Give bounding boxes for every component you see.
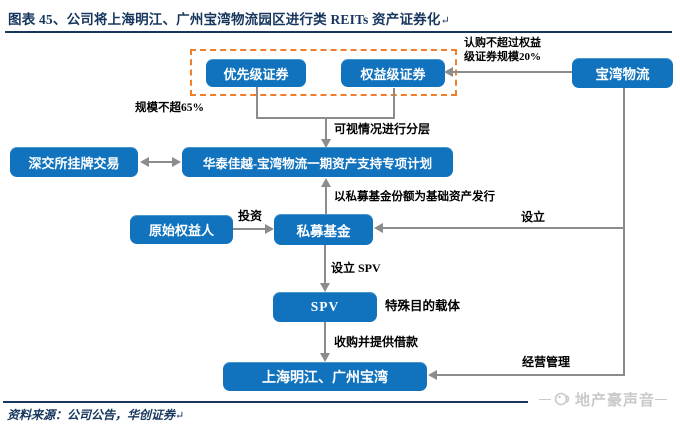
label-operate: 经营管理 bbox=[522, 355, 571, 369]
arrowhead-to-equity bbox=[444, 67, 453, 77]
label-acquire-loan: 收购并提供借款 bbox=[334, 335, 419, 349]
node-private-fund: 私募基金 bbox=[274, 214, 373, 245]
connector-operate-assets bbox=[436, 374, 625, 376]
arrowhead-operate-assets bbox=[428, 370, 437, 380]
source-note-text: 资料来源：公司公告，华创证券 bbox=[7, 408, 176, 422]
connector-merge-to-plan bbox=[325, 117, 327, 141]
arrowhead-to-szse bbox=[140, 157, 149, 167]
node-equity-securities: 权益级证券 bbox=[341, 59, 445, 87]
connector-spv-to-assets bbox=[324, 322, 326, 354]
node-shanghai-guangzhou-assets: 上海明江、广州宝湾 bbox=[223, 362, 427, 391]
watermark-right-line bbox=[655, 398, 667, 400]
connector-szse-plan bbox=[147, 161, 174, 163]
figure-title: 图表 45、公司将上海明江、广州宝湾物流园区进行类 REITs 资产证券化↵ bbox=[8, 8, 450, 28]
label-subscribe-cap-line1: 认购不超过权益 bbox=[464, 37, 541, 49]
node-senior-securities: 优先级证券 bbox=[206, 59, 306, 87]
return-mark: ↵ bbox=[440, 15, 450, 27]
arrowhead-to-assets bbox=[320, 353, 330, 362]
connector-senior-down bbox=[256, 87, 258, 119]
label-subscribe-cap: 认购不超过权益 级证券规模20% bbox=[464, 36, 541, 64]
label-subscribe-cap-line2: 级证券规模20% bbox=[464, 51, 541, 63]
label-scale-cap: 规模不超65% bbox=[135, 102, 204, 114]
source-return-mark: ↵ bbox=[175, 410, 185, 422]
node-spv: SPV bbox=[273, 292, 377, 322]
node-original-holder: 原始权益人 bbox=[130, 215, 233, 244]
arrowhead-to-plan bbox=[321, 139, 331, 148]
source-note: 资料来源：公司公告，华创证券↵ bbox=[7, 406, 184, 423]
arrowhead-up-to-plan bbox=[321, 178, 331, 187]
node-szse-listing: 深交所挂牌交易 bbox=[10, 147, 138, 177]
connector-holder-to-fund bbox=[233, 228, 266, 230]
title-underline bbox=[5, 31, 672, 33]
connector-fund-to-spv bbox=[324, 245, 326, 284]
label-invest: 投资 bbox=[238, 209, 263, 223]
connector-baowan-to-equity bbox=[452, 71, 572, 73]
connector-baowan-trunk bbox=[623, 88, 625, 376]
label-spv-note: 特殊目的载体 bbox=[385, 299, 461, 313]
watermark-left-line bbox=[538, 398, 551, 400]
speaker-icon bbox=[554, 392, 570, 406]
label-establish: 设立 bbox=[521, 210, 546, 224]
connector-equity-down bbox=[393, 88, 395, 119]
node-abs-plan: 华泰佳越-宝湾物流一期资产支持专项计划 bbox=[182, 147, 453, 177]
label-issue-basis: 以私募基金份额为基础资产发行 bbox=[334, 191, 495, 203]
arrowhead-establish-fund bbox=[374, 223, 383, 233]
watermark-text: 地产豪声音 bbox=[574, 392, 655, 409]
label-tranche: 可视情况进行分层 bbox=[334, 122, 431, 136]
watermark: 地产豪声音 bbox=[528, 386, 678, 412]
connector-establish-fund bbox=[382, 227, 625, 229]
connector-fund-to-plan bbox=[325, 185, 327, 214]
label-establish-spv: 设立 SPV bbox=[331, 261, 381, 275]
figure-bottom-rule bbox=[3, 401, 677, 403]
figure-title-text: 图表 45、公司将上海明江、广州宝湾物流园区进行类 REITs 资产证券化 bbox=[8, 12, 441, 27]
arrowhead-to-fund bbox=[265, 224, 274, 234]
node-baowan-logistics: 宝湾物流 bbox=[572, 58, 673, 88]
arrowhead-to-plan-left bbox=[172, 157, 181, 167]
arrowhead-to-spv bbox=[320, 283, 330, 292]
